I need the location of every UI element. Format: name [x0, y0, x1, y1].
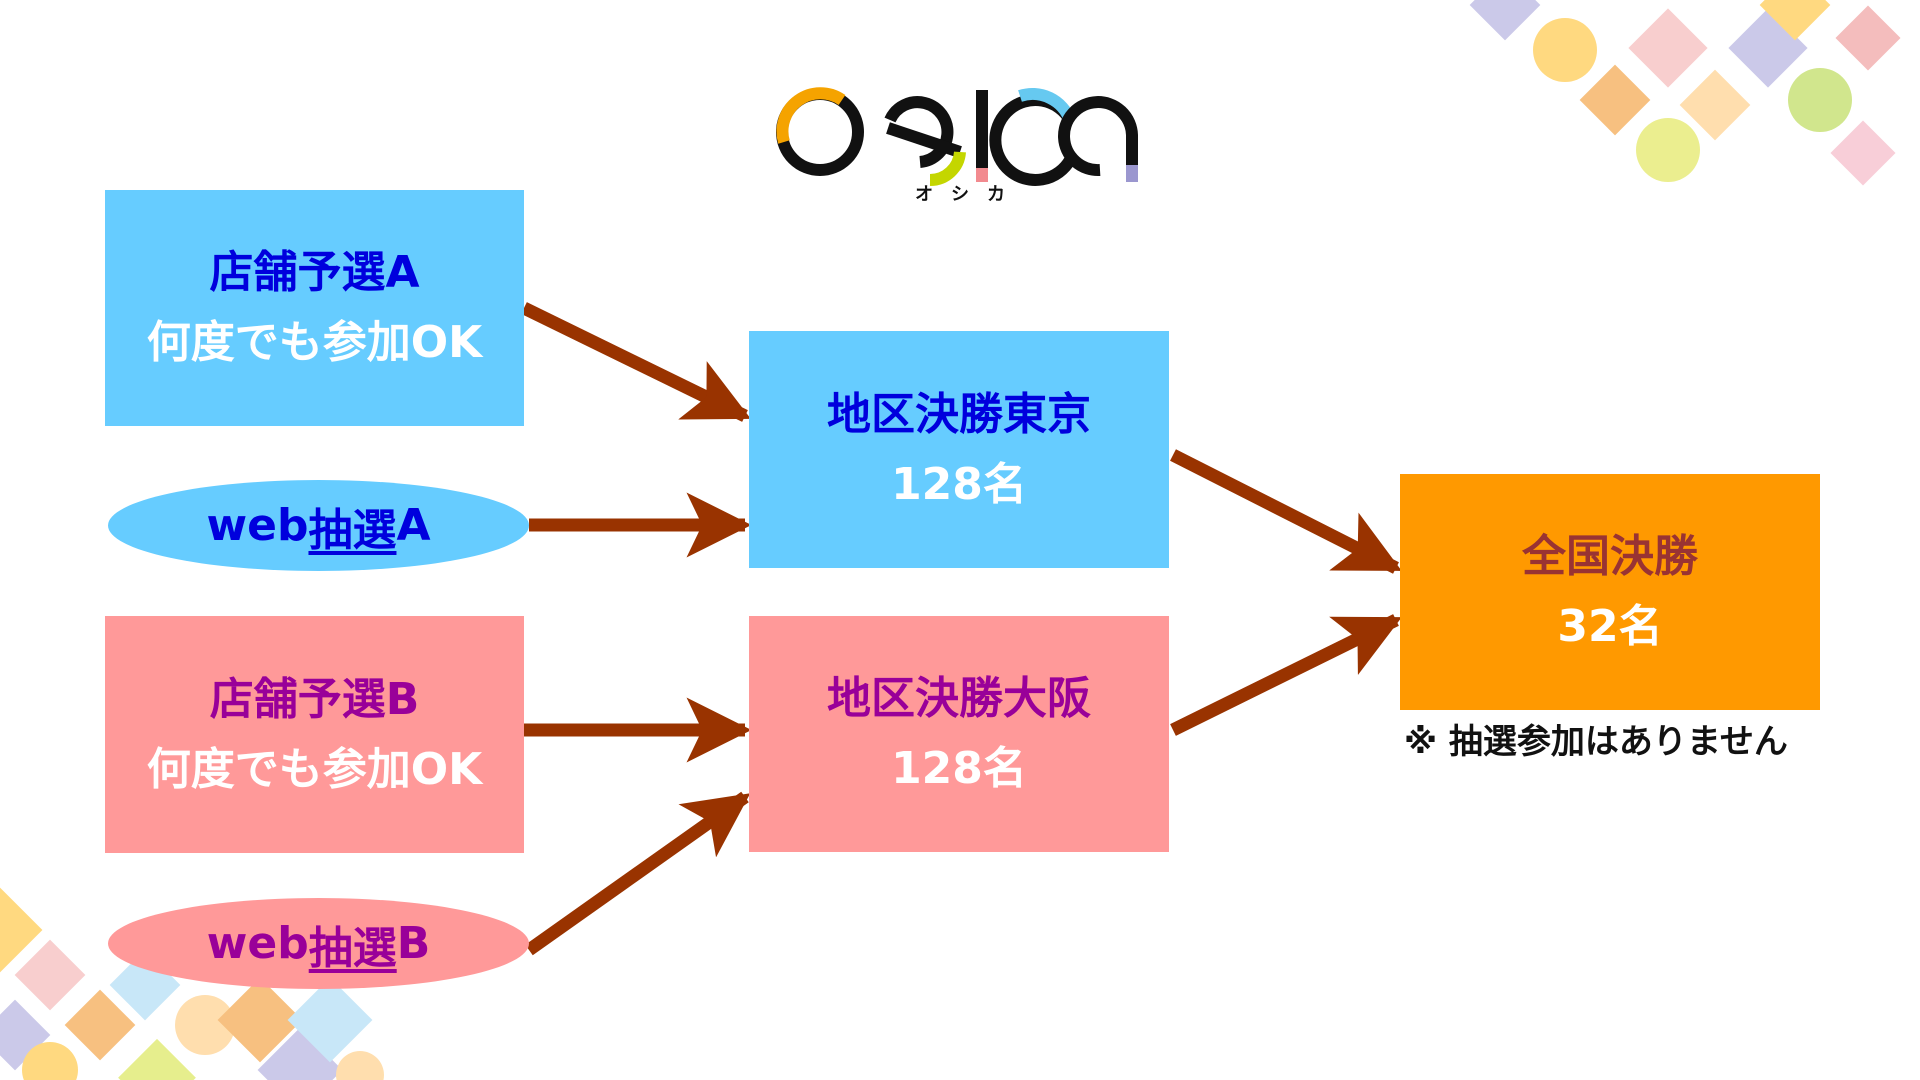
- osaka-title: 地区決勝大阪: [827, 673, 1091, 724]
- web-a-lottery: 抽選: [308, 504, 397, 556]
- store-qualifier-b: 店舗予選B 何度でも参加OK: [105, 616, 524, 853]
- tokyo-title: 地区決勝東京: [827, 388, 1091, 440]
- web-b-lottery: 抽選: [308, 922, 397, 974]
- store-a-subtitle: 何度でも参加OK: [146, 317, 483, 368]
- store-b-title: 店舗予選B: [209, 673, 420, 725]
- arrow-tokyo-to-national: [1170, 449, 1402, 574]
- logo-kana: オシカ: [915, 184, 1023, 205]
- national-final: 全国決勝 32名: [1400, 474, 1820, 710]
- web-a-suffix: A: [396, 500, 431, 551]
- arrow-web-b-to-osaka: [525, 791, 751, 956]
- store-b-subtitle: 何度でも参加OK: [146, 743, 483, 795]
- national-count: 32名: [1557, 601, 1663, 652]
- osaka-count: 128名: [891, 743, 1027, 794]
- arrow-osaka-to-national: [1170, 614, 1402, 736]
- national-title: 全国決勝: [1522, 531, 1698, 582]
- regional-final-osaka: 地区決勝大阪 128名: [749, 616, 1169, 852]
- no-lottery-note: ※ 抽選参加はありません: [1404, 722, 1788, 762]
- store-a-title: 店舗予選A: [209, 247, 420, 298]
- top-right-decoration: [1469, 0, 1901, 186]
- regional-final-tokyo: 地区決勝東京 128名: [749, 331, 1169, 568]
- web-a-prefix: web: [206, 500, 309, 551]
- store-qualifier-a: 店舗予選A 何度でも参加OK: [105, 190, 524, 426]
- arrow-store-a-to-tokyo: [521, 302, 751, 422]
- tokyo-count: 128名: [891, 458, 1027, 510]
- web-b-prefix: web: [206, 918, 309, 969]
- osica-logo: [770, 80, 1150, 205]
- web-b-suffix: B: [396, 918, 431, 969]
